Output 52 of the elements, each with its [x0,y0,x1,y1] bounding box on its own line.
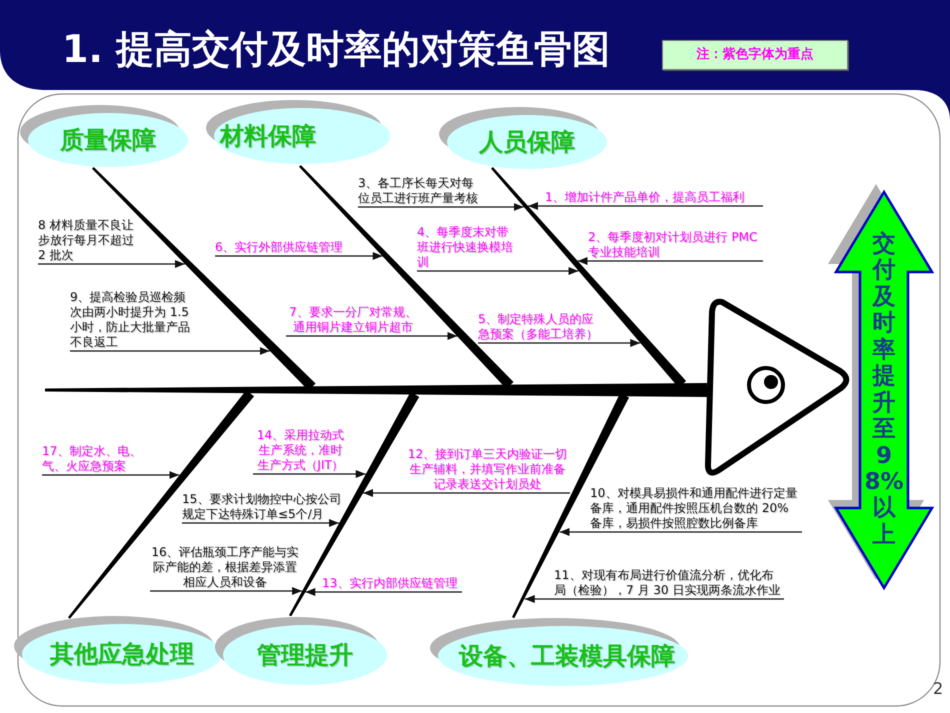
cause-text: 4、每季度末对带班进行快速换模培训 [417,225,517,270]
cause-text: 3、各工序长每天对每位员工进行班产量考核 [358,176,480,206]
cause-text: 14、采用拉动式生产系统，准时生产方式（JIT） [253,428,348,473]
arrow [253,470,366,478]
cause-text: 17、制定水、电、气、火应急预案 [42,444,154,474]
cause-text: 11、对现有布局进行价值流分析，优化布局（检验），7 月 30 日实现两条流水作业 [554,568,784,598]
arrow [363,489,570,497]
cause-text: 12、接到订单三天内验证一切生产辅料，并填写作业前准备记录表送交计划员处 [405,447,570,492]
arrow [150,587,302,595]
cause-text: 8 材料质量不良让步放行每月不超过 2 批次 [38,218,138,263]
category-label: 材料保障 [220,121,316,151]
arrow [358,203,524,211]
cause-text: 16、评估瓶颈工序产能与实际产能的差，根据差异添置相应人员和设备 [150,545,300,590]
cause-text: 13、实行内部供应链管理 [322,576,462,591]
category-label: 其他应急处理 [50,639,194,669]
title: 1. 提高交付及时率的对策鱼骨图 [62,26,610,72]
arrow [286,332,458,340]
arrow [215,252,383,260]
category-label: 设备、工装模具保障 [459,641,675,671]
category-ellipse [215,617,387,685]
arrow [560,528,802,536]
arrow [42,471,180,479]
fish-spine [45,383,707,397]
cause-text: 6、实行外部供应链管理 [215,240,345,255]
category-ellipse [206,100,390,164]
note-box: 注：紫色字体为重点 [662,40,848,70]
category-ellipse [430,618,688,686]
arrow [528,202,763,210]
cause-text: 2、每季度初对计划员进行 PMC专业技能培训 [588,230,763,260]
category-label: 管理提升 [257,640,353,670]
cause-text: 9、提高检验员巡检频次由两小时提升为 1.5 小时，防止大批量产品不良返工 [70,290,192,350]
cause-text: 5、制定特殊人员的应急预案（多能工培养） [478,312,599,342]
goal-text: 交付及时率提升至 98% 以上 [863,231,905,548]
category-label: 人员保障 [479,127,575,157]
arrow [524,595,784,603]
arrow [578,257,763,265]
arrow [305,588,462,596]
arrow [478,339,640,347]
cause-text: 1、增加计件产品单价，提高员工福利 [545,190,763,205]
cause-text: 7、要求一分厂对常规、通用铜片建立铜片超市 [286,305,420,335]
page-number: 2 [933,679,944,699]
arrow [182,519,340,527]
arrow [70,347,270,355]
category-ellipse [439,107,607,169]
category-label: 质量保障 [60,125,156,155]
arrow [38,260,185,268]
category-ellipse [14,616,222,684]
goal-arrow [826,182,934,592]
category-ellipse [20,105,188,167]
arrow [417,267,579,275]
cause-text: 10、对模具易损件和通用配件进行定量备库，通用配件按照压机台数的 20% 备库，易损件按照腔数比例备库 [590,486,802,531]
cause-text: 15、要求计划物控中心按公司规定下达特殊订单≤5个/月 [182,492,346,522]
